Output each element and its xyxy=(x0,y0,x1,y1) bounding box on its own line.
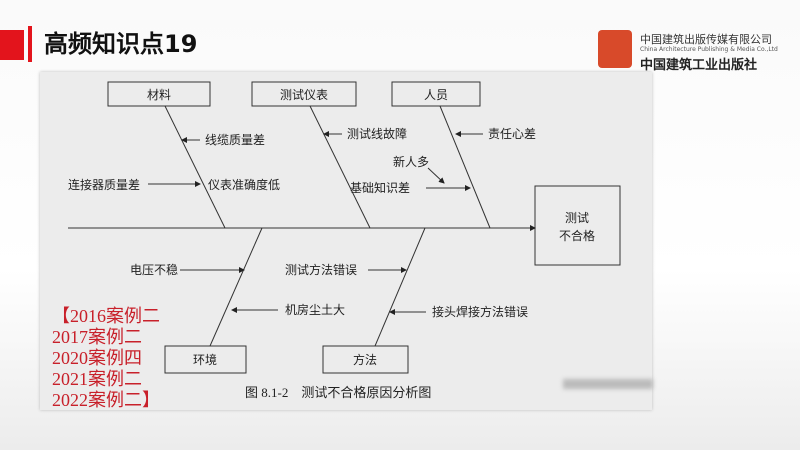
page-title: 高频知识点19 xyxy=(44,30,198,58)
cause-test-method: 测试方法错误 xyxy=(285,262,357,277)
label-material: 材料 xyxy=(147,88,171,102)
blurred-watermark xyxy=(563,379,653,389)
logo-text: 中国建筑出版传媒有限公司 xyxy=(640,33,772,46)
cause-responsibility: 责任心差 xyxy=(488,127,536,141)
case-list: 【2016案例二 2017案例二 2020案例四 2021案例二 2022案例二… xyxy=(52,306,160,411)
cause-accuracy: 仪表准确度低 xyxy=(208,177,280,192)
fishbone-figure xyxy=(40,72,652,410)
bone-instrument xyxy=(309,105,371,229)
bone-environment xyxy=(209,227,263,347)
cause-line-fault: 测试线故障 xyxy=(347,126,407,141)
bone-material xyxy=(164,105,226,229)
box-method xyxy=(322,345,409,374)
case-item: 2021案例二 xyxy=(52,369,142,389)
figure-caption: 图 8.1-2 测试不合格原因分析图 xyxy=(245,385,431,400)
label-personnel: 人员 xyxy=(424,88,448,102)
box-instrument xyxy=(251,81,357,107)
bone-personnel xyxy=(439,105,491,229)
publisher-logo-icon xyxy=(598,30,632,68)
case-item: 2020案例四 xyxy=(52,348,142,368)
case-item: 【2016案例二 xyxy=(52,306,160,326)
case-item: 2017案例二 xyxy=(52,327,142,347)
title-accent-line xyxy=(28,26,32,62)
cause-voltage: 电压不稳 xyxy=(130,262,178,277)
box-environment xyxy=(164,345,247,374)
bone-method xyxy=(374,227,426,347)
box-material xyxy=(107,81,211,107)
cause-knowledge: 基础知识差 xyxy=(350,181,410,195)
cause-connector: 连接器质量差 xyxy=(68,177,140,192)
effect-line2: 不合格 xyxy=(559,228,595,243)
cause-dust: 机房尘土大 xyxy=(285,302,345,317)
label-method: 方法 xyxy=(353,352,377,367)
cause-cable: 线缆质量差 xyxy=(205,133,265,147)
title-accent-bar xyxy=(0,30,24,60)
box-personnel xyxy=(391,81,481,107)
logo-text-en: China Architecture Publishing & Media Co… xyxy=(640,46,778,53)
label-instrument: 测试仪表 xyxy=(280,87,328,102)
logo-text-cn: 中国建筑工业出版社 xyxy=(640,58,758,73)
cause-new-staff: 新人多 xyxy=(393,154,429,169)
label-environment: 环境 xyxy=(193,352,217,367)
box-effect xyxy=(534,185,621,266)
cause-welding: 接头焊接方法错误 xyxy=(432,304,528,319)
case-item: 2022案例二】 xyxy=(52,390,160,410)
arrow-new-staff xyxy=(427,167,445,184)
effect-line1: 测试 xyxy=(565,210,589,225)
